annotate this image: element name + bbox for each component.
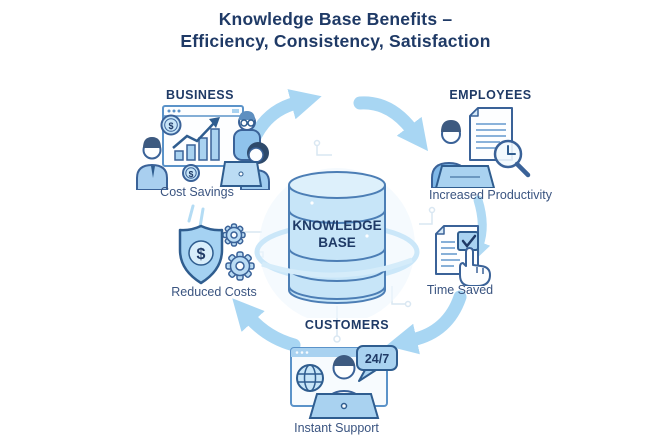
benefit-label-increased-productivity: Increased Productivity: [429, 188, 552, 202]
svg-text:$: $: [168, 121, 173, 131]
page-title-line2: Efficiency, Consistency, Satisfaction: [180, 31, 491, 51]
section-header-customers: CUSTOMERS: [304, 318, 390, 332]
gear-icon: [225, 251, 255, 281]
flow-arrow-bottom-right: [386, 290, 467, 355]
benefit-label-time-saved: Time Saved: [426, 283, 494, 297]
section-header-business: BUSINESS: [166, 88, 234, 102]
sparkle-dot: [310, 201, 314, 205]
document-icon: [469, 107, 513, 161]
employee-productivity-illustration: [431, 107, 531, 188]
person-laptop-icon: [219, 142, 270, 190]
coin-dollar-icon: $: [182, 164, 200, 182]
flow-arrow-right: [469, 195, 491, 263]
page-title-line1: Knowledge Base Benefits –: [218, 9, 453, 29]
shield-dollar-icon: $: [178, 224, 224, 285]
sparkle-dot: [365, 234, 369, 238]
coin-dollar-icon: $: [160, 114, 182, 136]
benefit-label-cost-savings: Cost Savings: [160, 185, 234, 199]
page-title: Knowledge Base Benefits – Efficiency, Co…: [0, 8, 671, 52]
center-label-line2: BASE: [318, 235, 356, 250]
section-header-employees: EMPLOYEES: [449, 88, 532, 102]
reduced-costs-illustration: $: [178, 223, 255, 285]
database-cylinder-icon: KNOWLEDGE BASE: [254, 168, 420, 318]
person-presenter-icon: [136, 137, 168, 190]
business-team-illustration: $ $: [136, 105, 270, 190]
gear-icon: [222, 223, 246, 247]
benefit-label-reduced-costs: Reduced Costs: [171, 285, 257, 299]
front-swoosh: [261, 257, 413, 278]
trend-arrow-icon: [172, 121, 216, 149]
badge-24-7: 24/7: [365, 352, 389, 366]
bar-chart-icon: [174, 128, 220, 161]
magnifier-clock-icon: [493, 139, 531, 178]
globe-icon: [296, 364, 324, 392]
presentation-chart-icon: [162, 105, 244, 167]
trend-arrowhead: [209, 117, 220, 128]
hand-pointer-icon: [459, 247, 491, 286]
flow-arrow-top-right: [353, 96, 429, 152]
svg-text:$: $: [189, 169, 194, 179]
center-label-line1: KNOWLEDGE: [292, 218, 381, 233]
customer-support-illustration: 24/7: [290, 345, 398, 419]
benefit-label-instant-support: Instant Support: [294, 421, 379, 435]
person-laptop-icon: [308, 355, 380, 419]
svg-text:$: $: [197, 246, 206, 263]
person-laptop-icon: [431, 120, 496, 188]
flow-arrow-bottom-left: [232, 298, 301, 352]
flow-dashes-left: [187, 204, 205, 229]
time-saved-illustration: [435, 225, 491, 286]
